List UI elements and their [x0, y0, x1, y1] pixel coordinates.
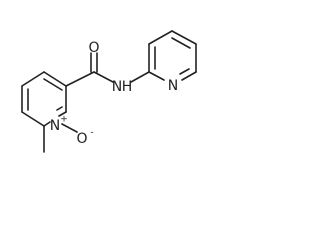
bond-c1-n	[43, 121, 51, 127]
bond-r2-c3-c4	[171, 30, 197, 45]
bond-n-o	[61, 123, 78, 133]
bond-n-c2-inner	[56, 106, 63, 111]
atom-label-oxide-oxygen: O	[76, 131, 87, 147]
bond-c4-c5	[21, 71, 45, 87]
atom-label-amide-nitrogen: N	[112, 79, 122, 95]
bond-carbonyl-n	[93, 71, 114, 83]
atom-charge-minus: -	[90, 128, 93, 138]
bond-n-ring2	[130, 71, 150, 83]
bond-r2-c5-n-inner	[179, 68, 190, 75]
bond-r2-n-c1	[148, 71, 165, 81]
bond-ring-carbonyl	[65, 71, 95, 87]
bonds	[21, 30, 197, 153]
atom-label-oxide-nitrogen: N	[50, 118, 60, 134]
atom-label-carbonyl-oxygen: O	[88, 40, 99, 56]
bond-c3-c4	[43, 71, 67, 87]
bond-n-c2	[58, 111, 67, 117]
atom-charge-plus: +	[60, 115, 68, 125]
atom-labels: O N H N N + O -	[50, 40, 178, 147]
atom-label-pyridine-nitrogen: N	[168, 78, 178, 94]
bond-c3-c4-inner	[43, 78, 63, 91]
bond-r2-c3-c4-inner	[171, 37, 191, 49]
bond-r2-c5-n	[181, 71, 197, 81]
atom-label-amide-hydrogen: H	[122, 79, 133, 95]
structure-diagram: O N H N N + O -	[21, 30, 197, 153]
bond-r2-c2-c3	[148, 30, 173, 45]
bond-c6-c1	[21, 111, 45, 127]
